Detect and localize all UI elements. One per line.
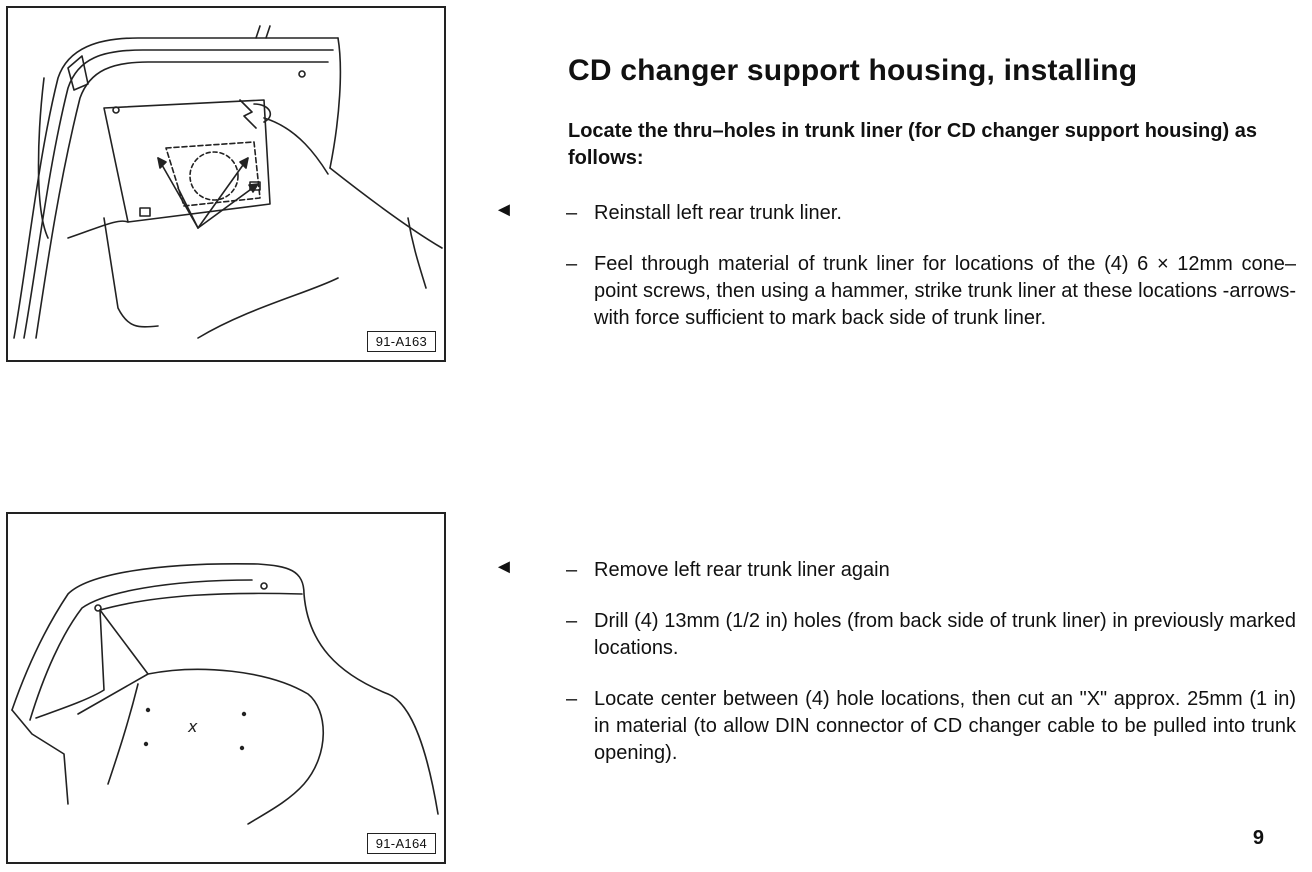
figure-trunk-liner-holes: x 91-A164 xyxy=(6,512,446,864)
step-dash: – xyxy=(566,202,578,224)
step-item: – Remove left rear trunk liner again xyxy=(566,557,1296,584)
arrow-marker-icon-bottom: ◄ xyxy=(494,556,514,578)
step-text: Locate center between (4) hole locations… xyxy=(594,688,1296,764)
page-number: 9 xyxy=(1252,827,1264,849)
step-item: – Reinstall left rear trunk liner. xyxy=(566,200,1296,227)
step-text: Feel through material of trunk liner for… xyxy=(594,253,1296,329)
figure-trunk-liner-screws: 91-A163 xyxy=(6,6,446,362)
arrow-marker-icon-top: ◄ xyxy=(494,199,514,221)
step-text: Remove left rear trunk liner again xyxy=(594,559,890,581)
step-text: Drill (4) 13mm (1/2 in) holes (from back… xyxy=(594,610,1296,659)
step-dash: – xyxy=(566,610,578,632)
figure-label-bottom: 91-A164 xyxy=(366,833,436,854)
steps-list-bottom: – Remove left rear trunk liner again – D… xyxy=(566,557,1296,791)
section-intro: Locate the thru–holes in trunk liner (fo… xyxy=(568,120,1257,169)
step-dash: – xyxy=(566,559,578,581)
trunk-liner-illustration-1 xyxy=(13,25,443,339)
trunk-liner-illustration-2: x xyxy=(11,562,439,825)
step-text: Reinstall left rear trunk liner. xyxy=(594,202,842,224)
step-dash: – xyxy=(566,253,578,275)
svg-text:x: x xyxy=(187,717,198,736)
step-item: – Feel through material of trunk liner f… xyxy=(566,251,1296,332)
step-dash: – xyxy=(566,688,578,710)
step-item: – Locate center between (4) hole locatio… xyxy=(566,686,1296,767)
figure-label-top: 91-A163 xyxy=(366,331,436,352)
step-item: – Drill (4) 13mm (1/2 in) holes (from ba… xyxy=(566,608,1296,662)
section-title: CD changer support housing, installing xyxy=(568,54,1138,87)
steps-list-top: – Reinstall left rear trunk liner. – Fee… xyxy=(566,200,1296,356)
